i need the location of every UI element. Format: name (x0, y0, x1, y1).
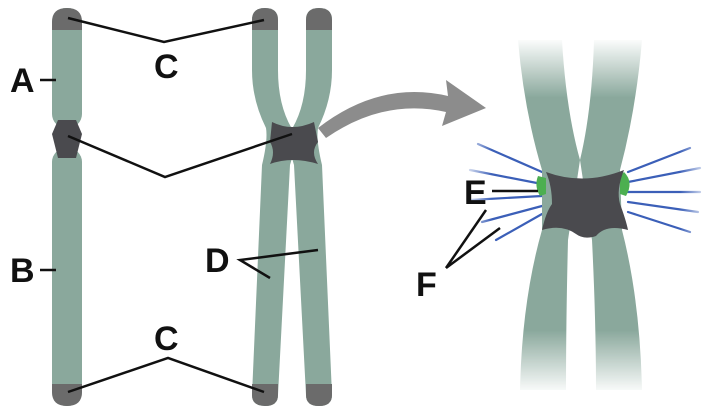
label-e: E (464, 174, 487, 212)
label-c-bottom: C (154, 320, 179, 358)
telomere-top-mid-right (306, 8, 332, 30)
leader-centromere (67, 132, 293, 179)
telomere-bottom-left (52, 384, 82, 406)
telomere-bottom-mid-left (252, 384, 278, 406)
label-a: A (10, 62, 35, 100)
label-b: B (10, 252, 35, 290)
leader-c-bottom (67, 356, 265, 394)
leader-lines (40, 16, 538, 394)
telomere-top-left (52, 8, 82, 30)
zoom-arrow (318, 80, 486, 138)
telomere-bottom-mid-right (306, 384, 332, 406)
single-chromatid-chromosome (52, 8, 82, 406)
label-d: D (205, 242, 230, 280)
sister-chromatid-right (288, 8, 332, 406)
kinetochore-right (620, 172, 630, 196)
leader-f-1 (444, 209, 488, 269)
label-c-top: C (154, 48, 179, 86)
replicated-chromosome (252, 8, 332, 406)
sister-chromatid-left (252, 8, 296, 406)
fade-top (505, 38, 655, 98)
fade-bottom (505, 330, 655, 394)
leader-d (236, 248, 319, 280)
fade-left (462, 136, 492, 246)
short-arm (52, 8, 82, 128)
fade-right (680, 136, 710, 246)
leader-c-top (67, 16, 265, 44)
label-f: F (416, 266, 437, 304)
telomere-top-mid-left (252, 8, 278, 30)
centromere-left (52, 120, 82, 158)
leader-f-2 (445, 226, 501, 270)
zoomed-centromere (542, 170, 628, 238)
kinetochore-left (536, 176, 546, 196)
long-arm (52, 148, 82, 406)
zoomed-centromere-view (462, 38, 710, 394)
centromere-mid (270, 122, 318, 164)
